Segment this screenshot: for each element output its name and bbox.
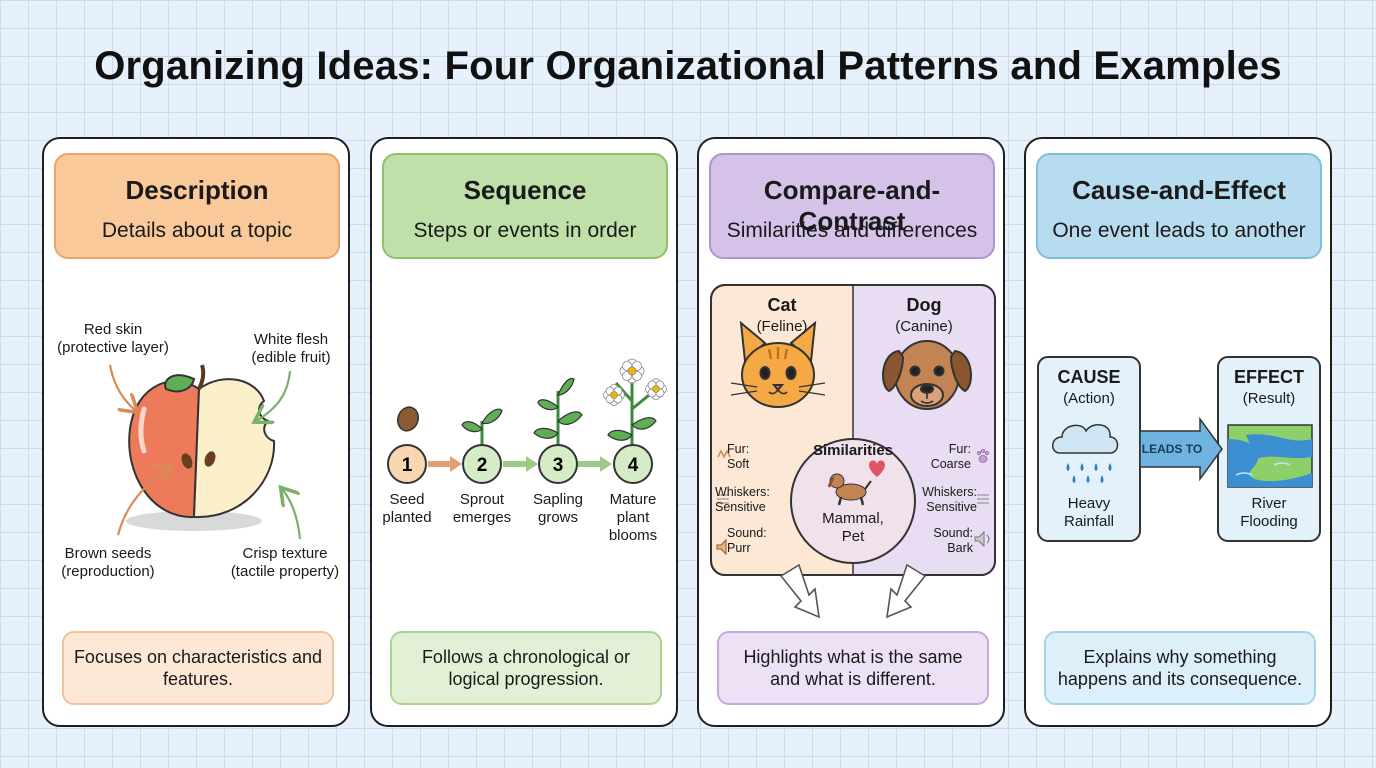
step-2-label: Sprout emerges — [452, 491, 512, 526]
step-4-number: 4 — [628, 455, 639, 476]
cause-title: CAUSE — [1057, 367, 1121, 387]
step-1-label: Seed planted — [382, 491, 432, 526]
step-arrows — [428, 456, 612, 472]
fur-icon — [717, 449, 731, 459]
compare-illustration — [710, 284, 996, 619]
dog-sound: Sound:Bark — [933, 526, 973, 555]
page-title: Organizing Ideas: Four Organizational Pa… — [94, 44, 1282, 88]
brown-seeds-arrow — [116, 467, 170, 536]
description-footer: Focuses on characteristics and features. — [62, 631, 334, 705]
dog-note: (Canine) — [895, 318, 953, 335]
sequence-header: Sequence Steps or events in order — [382, 153, 668, 259]
apple-white-flesh — [192, 378, 276, 519]
cat-icon — [730, 320, 826, 408]
similarities-circle — [790, 438, 916, 564]
brown-seeds-label: Brown seeds(reproduction) — [61, 545, 155, 580]
down-arrows — [779, 563, 927, 619]
sequence-title: Sequence — [463, 175, 587, 205]
dog-fur: Fur:Coarse — [930, 442, 971, 471]
sequence-footer: Follows a chronological or logical progr… — [390, 631, 662, 705]
red-skin-label: Red skin(protective layer) — [57, 321, 169, 356]
apple-shadow — [126, 511, 262, 531]
cause-effect-title: Cause-and-Effect — [1072, 175, 1286, 205]
step-2-circle — [462, 444, 502, 484]
cause-effect-illustration: LEADS TO — [1037, 356, 1321, 542]
leads-to-arrow — [1139, 416, 1223, 482]
description-title: Description — [125, 175, 269, 205]
whiskers-icon — [717, 494, 729, 504]
step-1-circle — [387, 444, 427, 484]
sprout-icon — [481, 408, 503, 425]
leads-to-label: LEADS TO — [1142, 442, 1202, 456]
cat-sound: Sound:Purr — [727, 526, 767, 555]
seed — [204, 451, 216, 467]
panel-sequence: Sequence Steps or events in order — [370, 137, 678, 727]
sequence-illustration: 1 2 3 4 — [387, 358, 667, 484]
compare-header: Compare-and-Contrast Similarities and di… — [709, 153, 995, 259]
panel-description: Description Details about a topic Red sk… — [42, 137, 350, 727]
step-3-label: Sapling grows — [532, 491, 584, 526]
dog-whiskers: Whiskers:Sensitive — [922, 485, 977, 514]
cat-note: (Feline) — [756, 318, 808, 335]
step-4-label: Mature plant blooms — [608, 491, 658, 544]
sapling-icon — [557, 377, 575, 396]
cat-name: Cat — [767, 295, 797, 315]
effect-note: (Result) — [1242, 390, 1296, 407]
paw-icon — [976, 448, 989, 463]
step-4-circle — [613, 444, 653, 484]
cat-fur: Fur:Soft — [727, 442, 750, 471]
step-3-circle — [538, 444, 578, 484]
apple-illustration — [108, 364, 302, 540]
cause-label: Heavy Rainfall — [1063, 495, 1115, 530]
dog-name: Dog — [906, 295, 942, 315]
compare-title: Compare-and-Contrast — [763, 175, 941, 236]
river-icon — [1227, 424, 1313, 488]
compare-subtitle: Similarities and differences — [726, 219, 978, 242]
pet-icon — [827, 473, 872, 506]
description-subtitle: Details about a topic — [101, 219, 293, 242]
white-flesh-label: White flesh(edible fruit) — [251, 331, 331, 366]
red-skin-arrow — [108, 364, 136, 411]
panel-cause-effect: Cause-and-Effect One event leads to anot… — [1024, 137, 1332, 727]
crisp-arrow — [282, 489, 302, 540]
sound-icon — [716, 538, 727, 556]
flower-icon — [603, 358, 667, 406]
cause-effect-subtitle: One event leads to another — [1052, 219, 1306, 242]
seed — [181, 453, 193, 469]
effect-label: River Flooding — [1240, 495, 1298, 530]
step-1-number: 1 — [402, 455, 413, 476]
similarities-title: Similarities — [812, 442, 894, 459]
sequence-subtitle: Steps or events in order — [413, 219, 637, 242]
cat-whiskers: Whiskers:Sensitive — [715, 485, 770, 514]
panel-compare-contrast: Compare-and-Contrast Similarities and di… — [697, 137, 1005, 727]
apple-red-skin — [128, 380, 201, 519]
description-header: Description Details about a topic — [54, 153, 340, 259]
white-flesh-arrow — [256, 370, 292, 421]
rain-cloud-icon — [1052, 424, 1119, 483]
sound-icon — [974, 530, 985, 548]
cause-note: (Action) — [1063, 390, 1115, 407]
cause-effect-footer: Explains why something happens and its c… — [1044, 631, 1316, 705]
step-2-number: 2 — [477, 455, 488, 476]
dog-icon — [882, 340, 972, 410]
apple-stem — [197, 364, 206, 390]
compare-footer: Highlights what is the same and what is … — [717, 631, 989, 705]
similarities-text: Mammal, Pet — [822, 510, 884, 545]
whiskers-icon — [977, 494, 989, 504]
apple-leaf — [164, 374, 196, 393]
step-3-number: 3 — [553, 455, 564, 476]
seed-icon — [396, 406, 420, 432]
heart-icon — [869, 460, 885, 477]
crisp-texture-label: Crisp texture(tactile property) — [230, 545, 340, 580]
effect-title: EFFECT — [1234, 367, 1304, 387]
cause-effect-header: Cause-and-Effect One event leads to anot… — [1036, 153, 1322, 259]
